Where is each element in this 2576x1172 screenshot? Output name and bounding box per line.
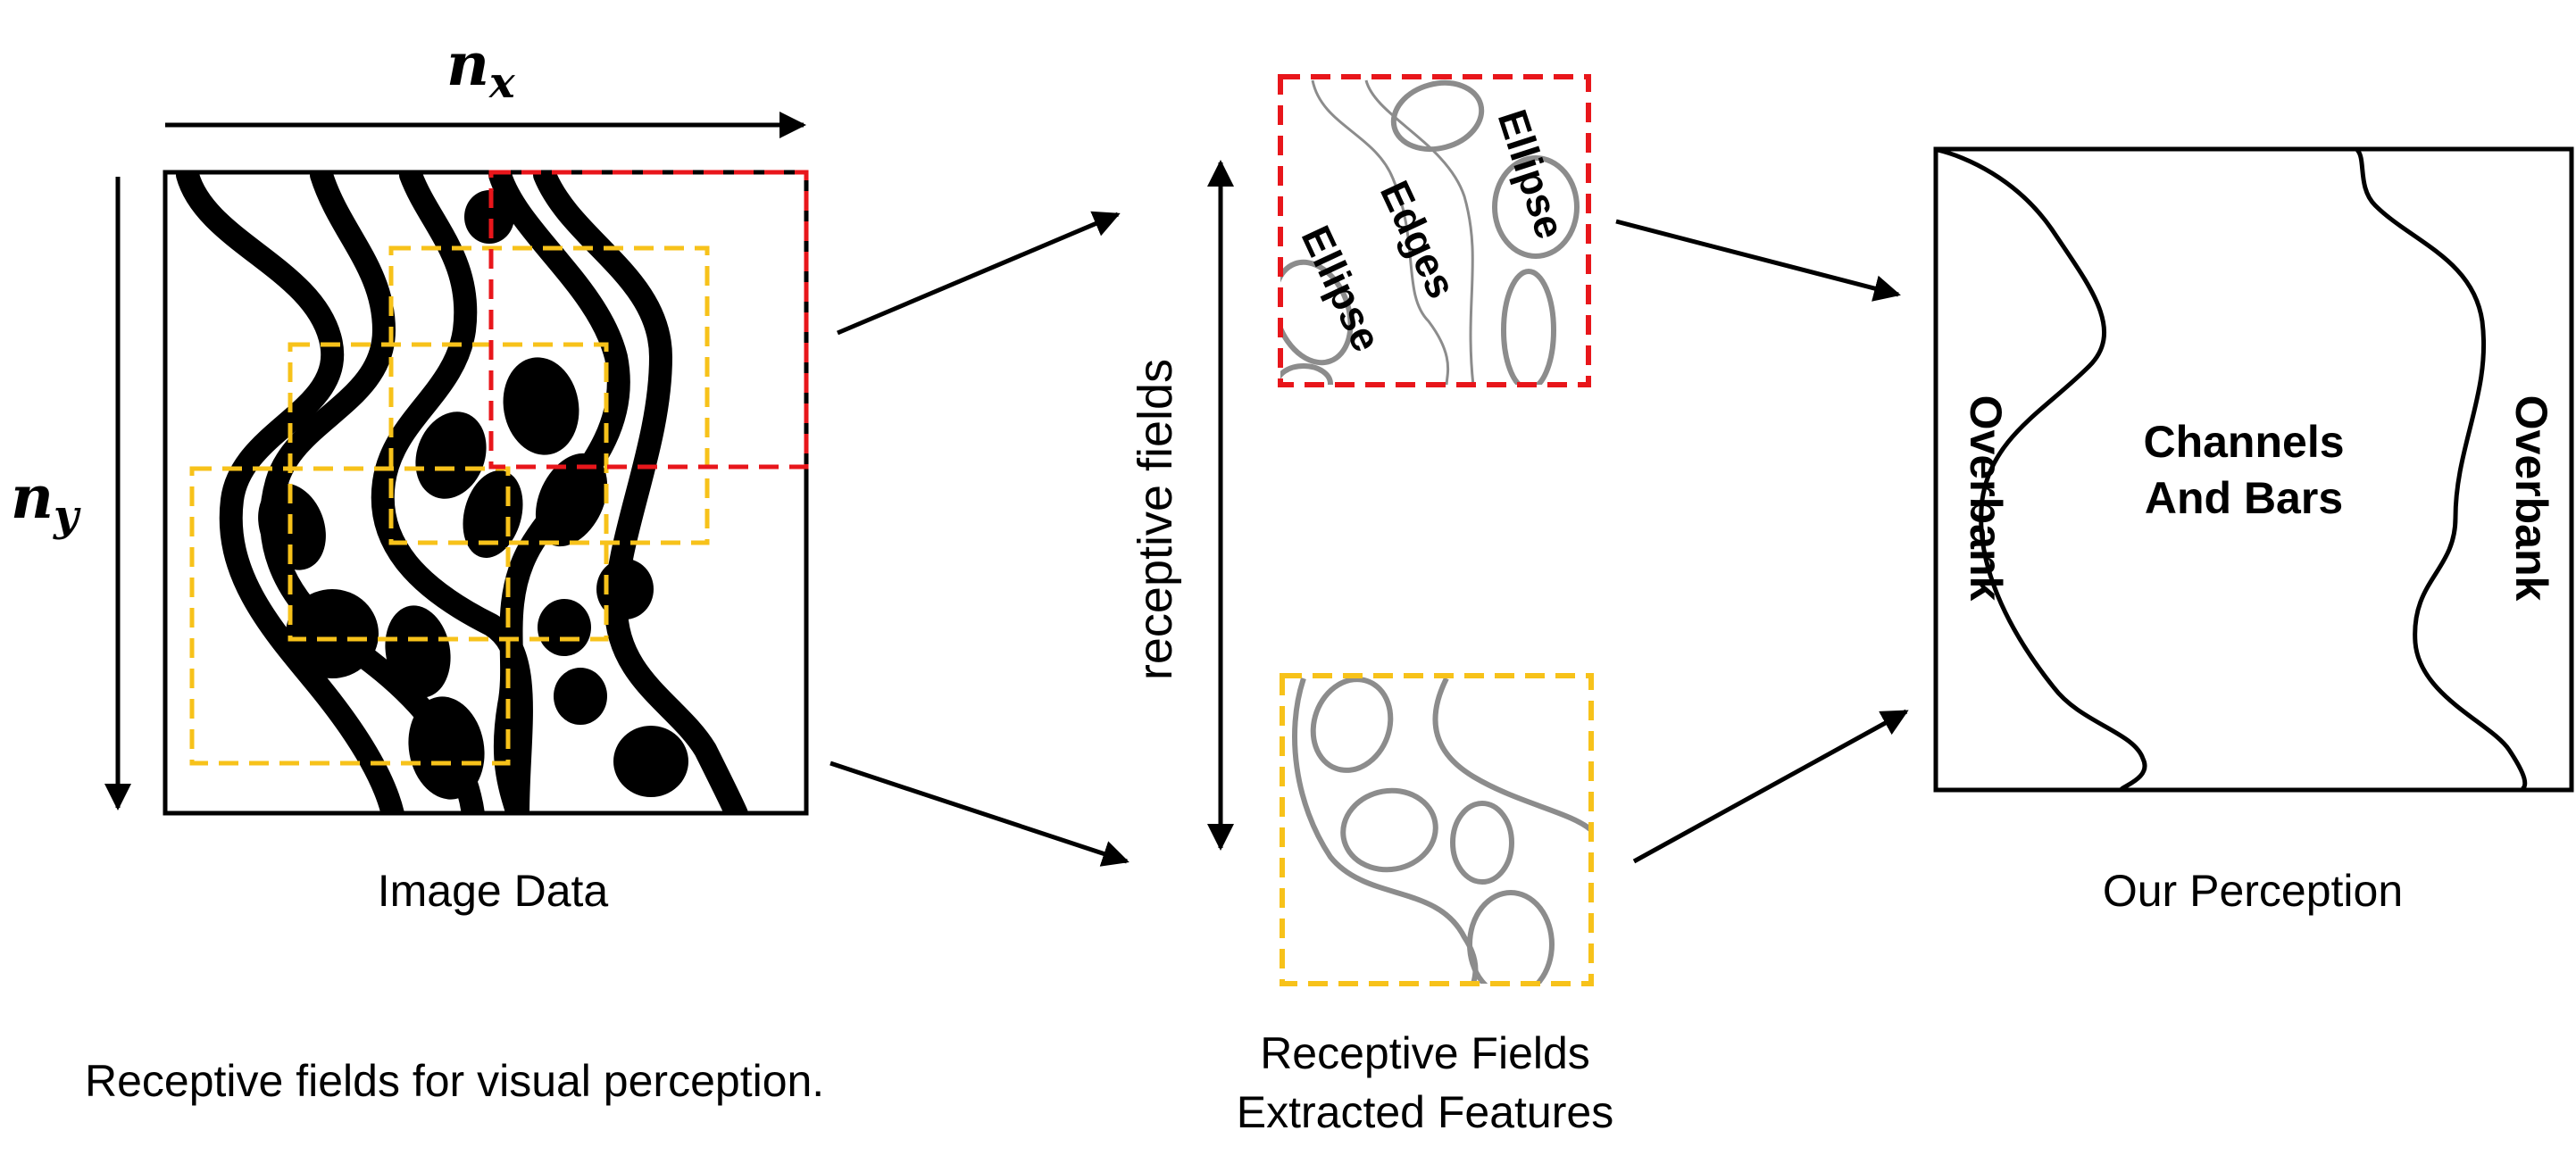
feature-label-edges: Edges (1371, 174, 1465, 305)
channels-label-line1: Channels (2143, 417, 2344, 467)
our-perception-label: Our Perception (2103, 866, 2403, 916)
arrow-red-to-perception (1615, 219, 1901, 302)
channels-label-line2: And Bars (2145, 473, 2343, 523)
image-data-panel: nx ny (11, 29, 809, 916)
yellow-window-1 (388, 245, 710, 545)
overbank-left-label: Overbank (1961, 395, 2011, 602)
image-data-label: Image Data (378, 866, 609, 916)
yellow-window-3 (189, 466, 511, 766)
image-ellipses (258, 190, 688, 800)
right-bank-line (2355, 148, 2528, 791)
left-bank-line (1937, 147, 2147, 792)
perception-frame (1933, 146, 2574, 793)
perception-panel: Overbank Overbank Channels And Bars Our … (1933, 146, 2574, 916)
feature-label-ellipse-left: Ellipse (1293, 219, 1391, 358)
yellow-windows (189, 245, 710, 766)
arrow-yellow-to-perception (1632, 709, 1909, 864)
nx-axis-label: nx (446, 29, 516, 108)
feature-label-ellipse-top: Ellipse (1489, 104, 1574, 245)
overbank-right-label: Overbank (2506, 395, 2556, 602)
figure-caption: Receptive fields for visual perception. (85, 1056, 824, 1106)
yellow-feature-window (1280, 673, 1594, 986)
receptive-fields-vertical-label: receptive fields (1129, 359, 1182, 680)
red-window (488, 170, 809, 470)
receptive-fields-panel: receptive fields Ellipse Edges Ellipse (1129, 74, 1613, 1137)
arrow-to-red-feature (837, 211, 1121, 336)
yellow-window-2 (288, 342, 609, 642)
ny-axis-label: ny (11, 462, 81, 541)
arrow-to-yellow-feature (829, 761, 1130, 867)
receptive-fields-caption-line1: Receptive Fields (1260, 1028, 1590, 1078)
red-feature-window: Ellipse Edges Ellipse (1278, 74, 1591, 387)
receptive-fields-caption-line2: Extracted Features (1237, 1087, 1613, 1137)
